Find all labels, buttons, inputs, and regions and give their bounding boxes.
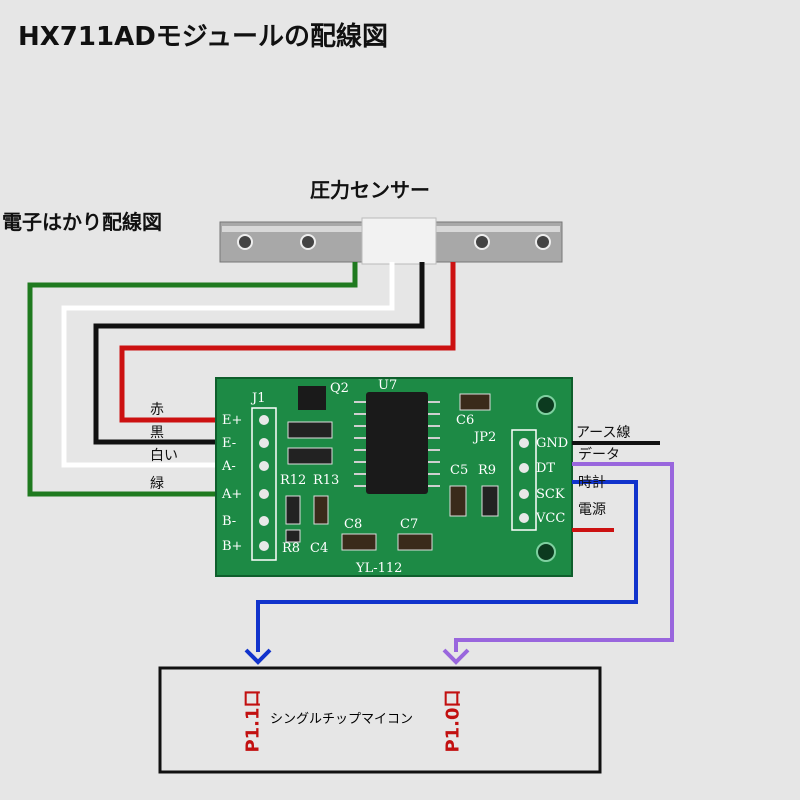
mcu-wires xyxy=(256,441,674,652)
port-p1-1: P1.1口 xyxy=(242,689,264,753)
label-power: 電源 xyxy=(578,502,606,518)
label-q2: Q2 xyxy=(330,381,349,396)
label-u7: U7 xyxy=(378,378,397,393)
label-black: 黒 xyxy=(150,425,164,441)
header-jp2: JP2 xyxy=(472,430,496,445)
mcu-label: シングルチップマイコン xyxy=(270,712,414,727)
pin-dt: DT xyxy=(536,461,555,476)
label-r8: R8 xyxy=(282,541,300,556)
label-c7: C7 xyxy=(400,517,418,532)
wire-red xyxy=(119,262,456,423)
arrow-heads xyxy=(244,648,470,665)
diagram-title: HX711ADモジュールの配線図 xyxy=(18,22,388,52)
diagram-subtitle: 電子はかり配線図 xyxy=(2,210,162,234)
pin-vcc: VCC xyxy=(535,511,565,526)
pin-e-plus: E+ xyxy=(222,413,242,428)
wire-clock xyxy=(256,480,638,652)
mcu-box xyxy=(158,666,602,774)
pin-b-minus: B- xyxy=(222,514,236,529)
port-p1-0: P1.0口 xyxy=(442,689,464,753)
pin-e-minus: E- xyxy=(222,436,236,451)
wire-black xyxy=(93,262,425,445)
pin-b-plus: B+ xyxy=(222,539,242,554)
label-ground: アース線 xyxy=(576,425,630,441)
label-r9: R9 xyxy=(478,463,496,478)
header-j1: J1 xyxy=(250,391,265,406)
board-text: J1 JP2 E+ E- A- A+ B- B+ GND DT SCK VCC … xyxy=(221,378,568,576)
label-r13: R13 xyxy=(313,473,339,488)
label-r12: R12 xyxy=(280,473,306,488)
sensor-label: 圧力センサー xyxy=(310,178,430,202)
label-c4: C4 xyxy=(310,541,328,556)
board-name: YL-112 xyxy=(355,561,402,576)
pin-a-plus: A+ xyxy=(221,487,242,502)
wire-data xyxy=(454,462,674,652)
load-cell xyxy=(219,217,563,265)
data-arrow xyxy=(442,648,470,665)
label-c6: C6 xyxy=(456,413,474,428)
hx711-board xyxy=(215,377,573,577)
label-c8: C8 xyxy=(344,517,362,532)
sensor-wires xyxy=(27,262,456,497)
pin-sck: SCK xyxy=(536,487,565,502)
wire-white xyxy=(61,262,395,468)
pin-gnd: GND xyxy=(536,436,568,451)
label-c5: C5 xyxy=(450,463,468,478)
wire-green xyxy=(27,262,358,497)
clock-arrow xyxy=(244,648,272,665)
wire-labels: 赤 黒 白い 緑 アース線 データ 時計 電源 xyxy=(150,402,630,518)
label-data: データ xyxy=(578,446,620,463)
label-green: 緑 xyxy=(150,476,164,492)
label-clock: 時計 xyxy=(578,475,606,491)
label-white: 白い xyxy=(150,448,178,464)
pin-a-minus: A- xyxy=(221,459,236,474)
label-red: 赤 xyxy=(150,402,164,418)
